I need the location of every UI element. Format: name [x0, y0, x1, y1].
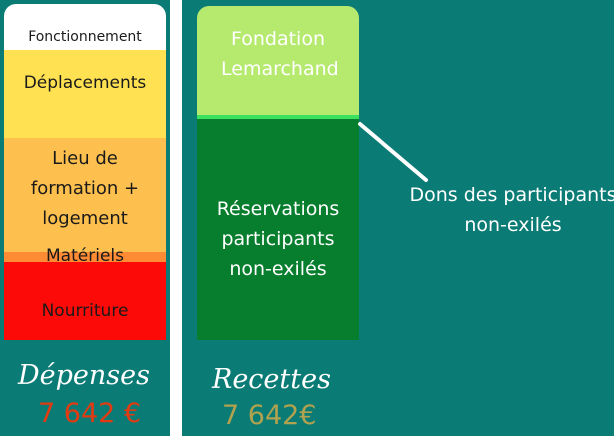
- label-nourriture: Nourriture: [41, 301, 129, 321]
- revenues-title: Recettes: [212, 364, 331, 395]
- revenues-total: 7 642€: [222, 400, 317, 431]
- segment-nourriture: [4, 262, 166, 340]
- expenses-title: Dépenses: [18, 360, 150, 391]
- segment-fondation-lemarchand: [197, 6, 359, 115]
- segment-fonctionnement: [4, 4, 166, 51]
- segment-materiels: [4, 251, 166, 263]
- segment-lieu-formation-logement: [4, 138, 166, 252]
- annotation-dons: Dons des participants non-exilés: [409, 184, 614, 236]
- segment-dons-participants: [197, 114, 359, 119]
- label-deplacements: Déplacements: [23, 73, 147, 93]
- panel-divider: [170, 0, 182, 436]
- segment-reservations-participants: [197, 118, 359, 340]
- revenues-stacked-bar: Fondation Lemarchand Réservations partic…: [197, 6, 359, 340]
- label-fondation-lemarchand: Fondation Lemarchand: [221, 28, 339, 80]
- label-fonctionnement: Fonctionnement: [28, 29, 142, 45]
- segment-deplacements: [4, 50, 166, 139]
- label-lieu-formation-logement: Lieu de formation + logement: [30, 148, 140, 229]
- expenses-stacked-bar: Fonctionnement Déplacements Lieu de form…: [4, 4, 166, 340]
- expenses-total: 7 642 €: [38, 398, 142, 429]
- annotation-callout-line: [358, 122, 428, 182]
- label-reservations-participants: Réservations participants non-exilés: [216, 198, 340, 280]
- label-materiels: Matériels: [46, 246, 124, 266]
